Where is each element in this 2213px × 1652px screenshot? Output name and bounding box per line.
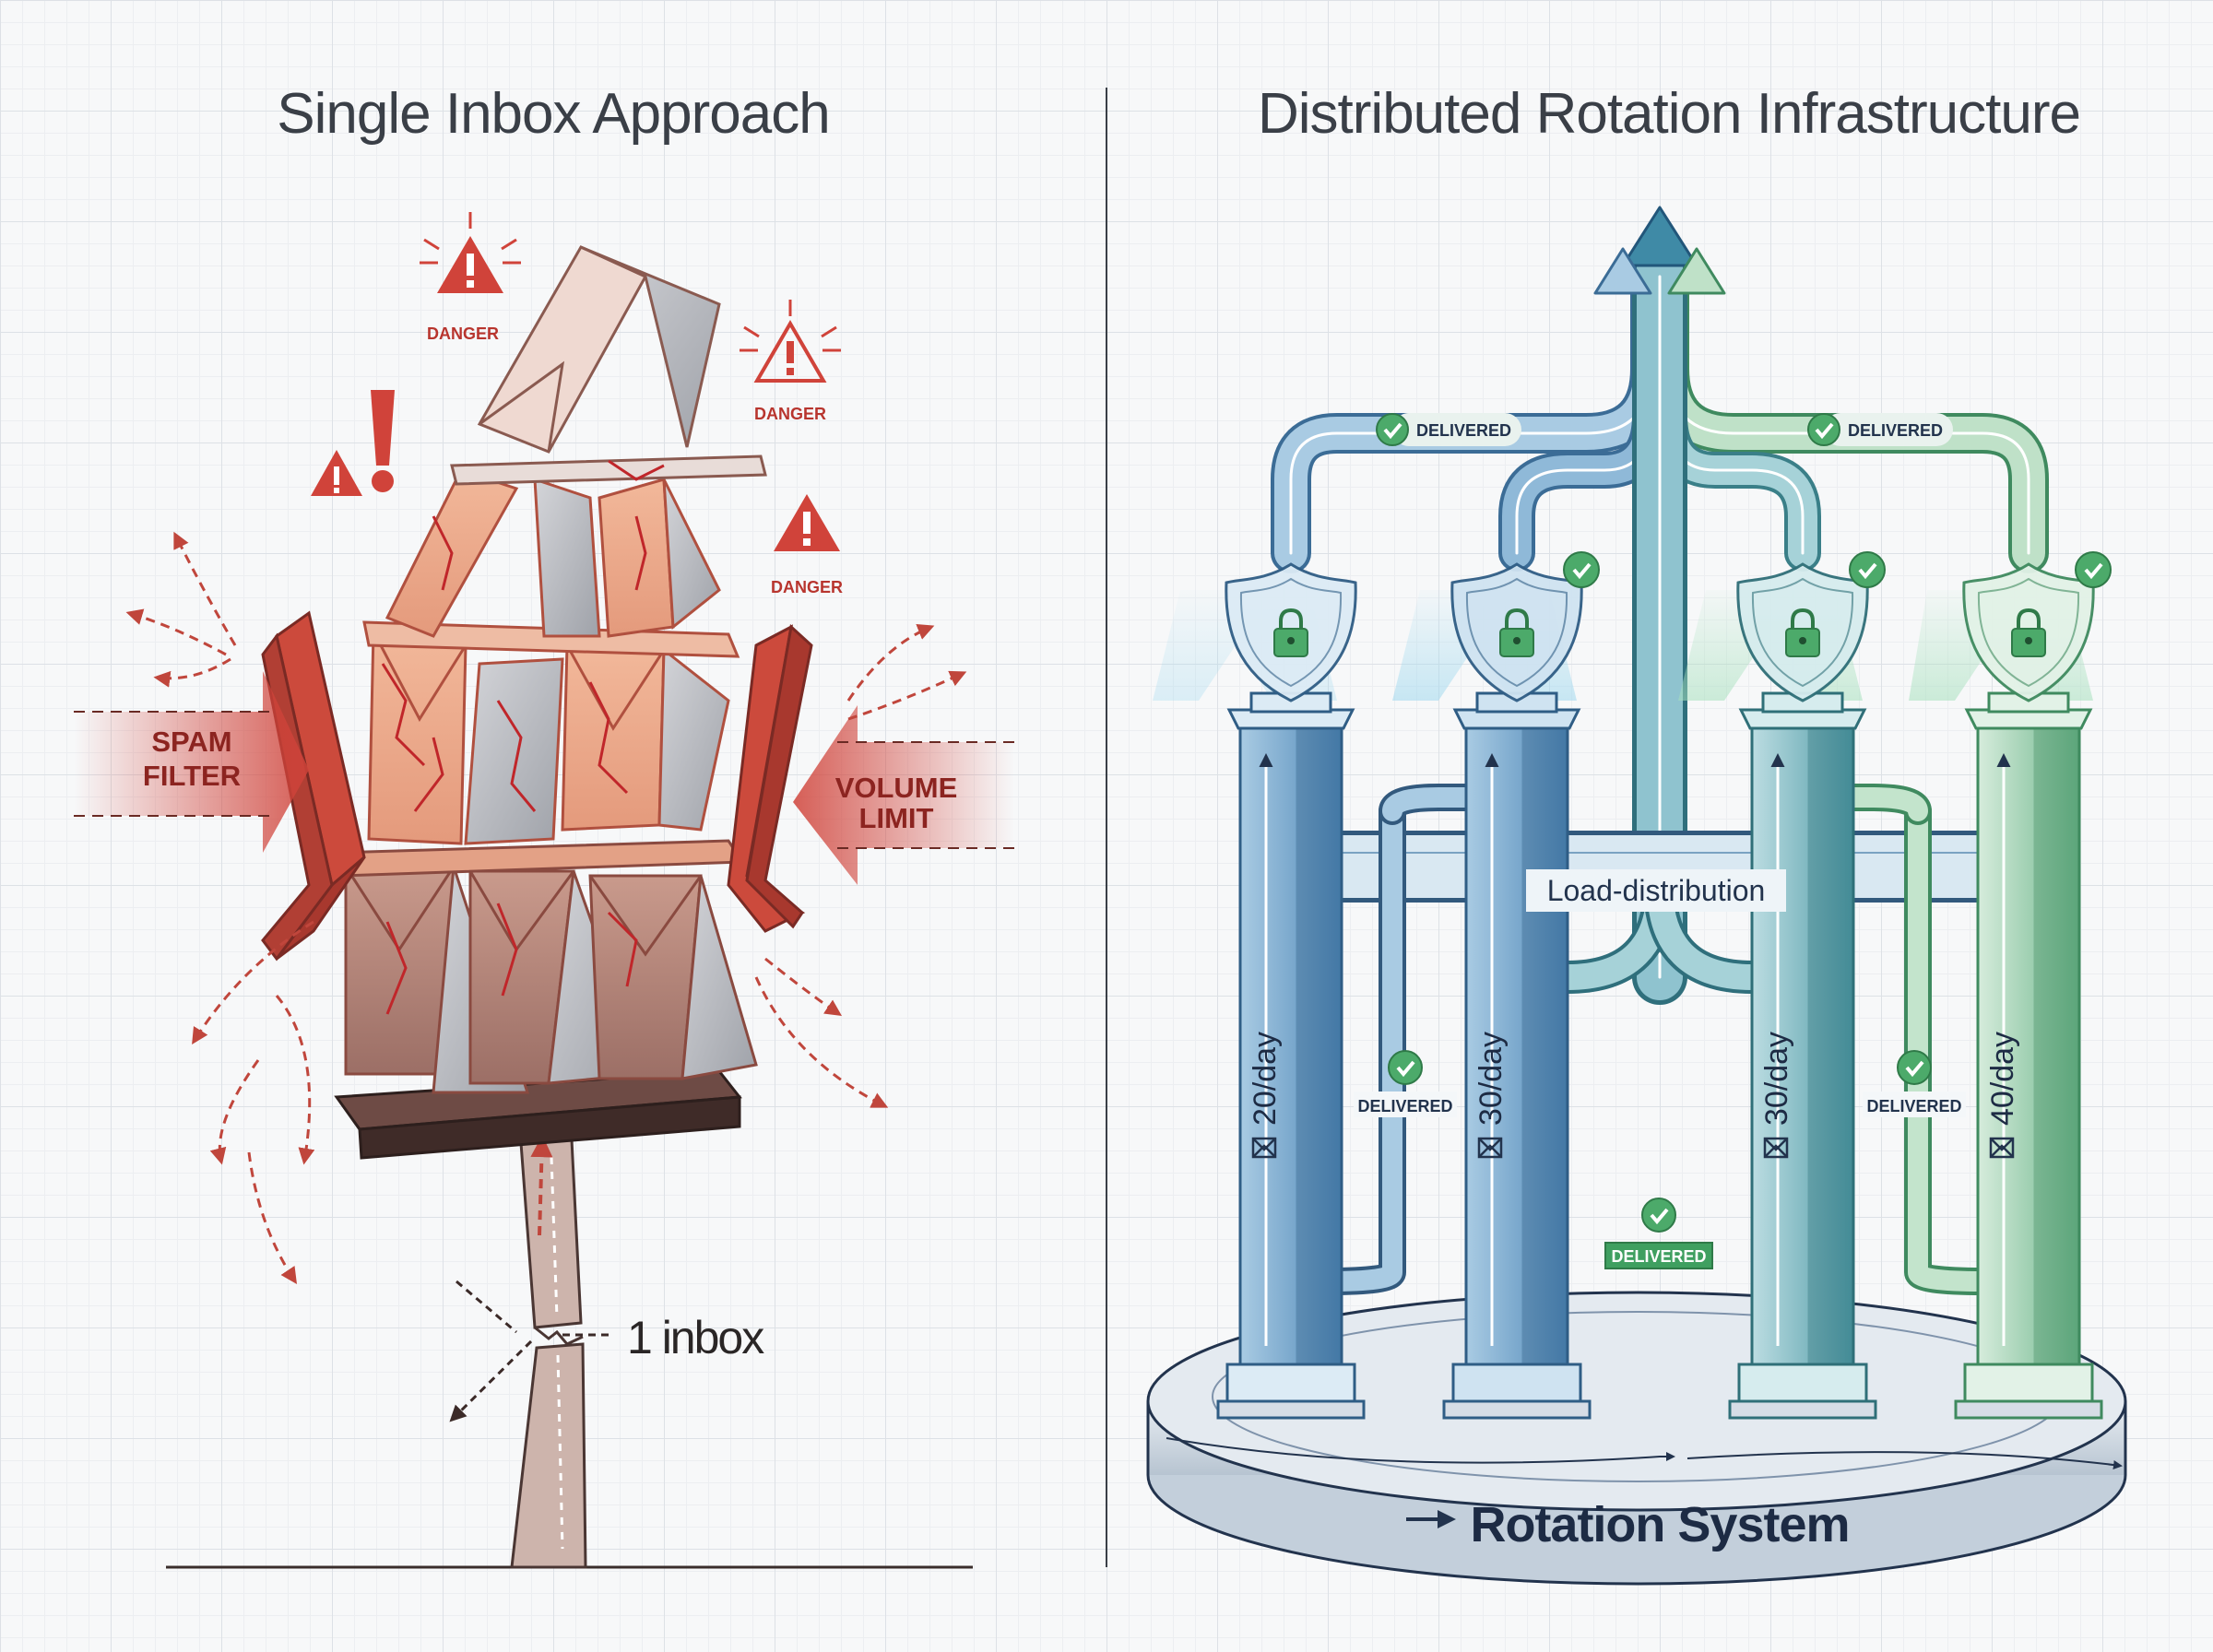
load-distribution-label: Load-distribution — [1547, 874, 1766, 907]
cracked-stick — [510, 1135, 587, 1569]
spam-filter-arrow — [74, 671, 309, 853]
right-panel-title: Distributed Rotation Infrastructure — [1258, 82, 2081, 146]
spam-filter-label-line2: FILTER — [143, 760, 241, 792]
shield-icon — [1450, 551, 1600, 702]
left-illustration: DANGER DANGER DANGER SPAM FILTER VOLUME … — [74, 212, 1014, 1569]
card-tier-1 — [344, 865, 758, 1094]
delivered-label: DELIVERED — [1357, 1097, 1452, 1115]
spam-filter-label-line1: SPAM — [151, 726, 231, 758]
flow-pipes — [1255, 230, 2065, 1295]
shields — [1225, 551, 2112, 702]
check-icon — [1563, 551, 1600, 588]
shield-icon — [1962, 551, 2112, 702]
shield-icon — [1225, 562, 1357, 702]
check-icon — [1849, 551, 1886, 588]
pillar: 40/day — [1954, 691, 2103, 1420]
pillar-rate-label: 20/day — [1248, 1032, 1283, 1126]
volume-limit-label-line2: LIMIT — [859, 802, 934, 834]
delivered-badge: DELIVERED — [1604, 1198, 1713, 1269]
volume-limit-label-line1: VOLUME — [835, 772, 958, 804]
delivered-label: DELIVERED — [1611, 1247, 1706, 1266]
one-inbox-label: 1 inbox — [627, 1312, 764, 1363]
danger-label: DANGER — [427, 324, 499, 343]
pillar: 30/day — [1728, 691, 1877, 1420]
load-distribution-label-bg — [1526, 869, 1786, 912]
delivered-label: DELIVERED — [1416, 421, 1511, 440]
lock-icon — [1273, 608, 1308, 657]
card-cracks — [381, 459, 665, 1015]
lock-icon — [2011, 608, 2046, 657]
delivered-label: DELIVERED — [1866, 1097, 1961, 1115]
up-arrows — [1593, 206, 1726, 295]
left-panel-title: Single Inbox Approach — [277, 82, 830, 146]
pillar: 30/day — [1442, 691, 1592, 1420]
danger-icon — [420, 212, 521, 293]
snap-arrow — [449, 1339, 533, 1422]
rotation-disc — [1146, 1291, 2127, 1586]
pillar-rate-label: 30/day — [1759, 1032, 1794, 1126]
pillar: 20/day — [1216, 691, 1366, 1420]
delivered-label: DELIVERED — [1848, 421, 1943, 440]
exclamation-icon — [371, 390, 395, 492]
volume-limit-arrow — [793, 705, 1014, 885]
rotation-system-label: Rotation System — [1470, 1497, 1849, 1552]
card-tier-3 — [385, 468, 721, 638]
delivered-badge: DELIVERED — [1354, 1050, 1457, 1117]
warning-icon — [311, 450, 362, 496]
lock-icon — [1499, 608, 1534, 657]
delivered-badge: DELIVERED — [1376, 413, 1521, 446]
danger-label: DANGER — [771, 578, 843, 596]
pillar-rate-label: 40/day — [1985, 1032, 2020, 1126]
delivered-badge: DELIVERED — [1863, 1050, 1966, 1117]
right-illustration: 20/day 30/day 30/day 40/day Load-distributi… — [1146, 206, 2127, 1586]
card-tier-2 — [367, 630, 730, 845]
scatter-arrows — [125, 531, 967, 1284]
danger-icon — [740, 300, 841, 383]
lock-icon — [1785, 608, 1820, 657]
card-tier-4 — [477, 245, 721, 454]
danger-icon — [774, 494, 840, 551]
pressure-wall-right — [727, 624, 813, 933]
card-ledge-3 — [450, 454, 767, 486]
check-icon — [2075, 551, 2112, 588]
delivered-badge: DELIVERED — [1807, 413, 1953, 446]
pillar-rate-label: 30/day — [1473, 1032, 1509, 1126]
danger-label: DANGER — [754, 405, 826, 423]
pillars: 20/day 30/day 30/day 40/day — [1216, 691, 2103, 1420]
shield-icon — [1736, 551, 1886, 702]
